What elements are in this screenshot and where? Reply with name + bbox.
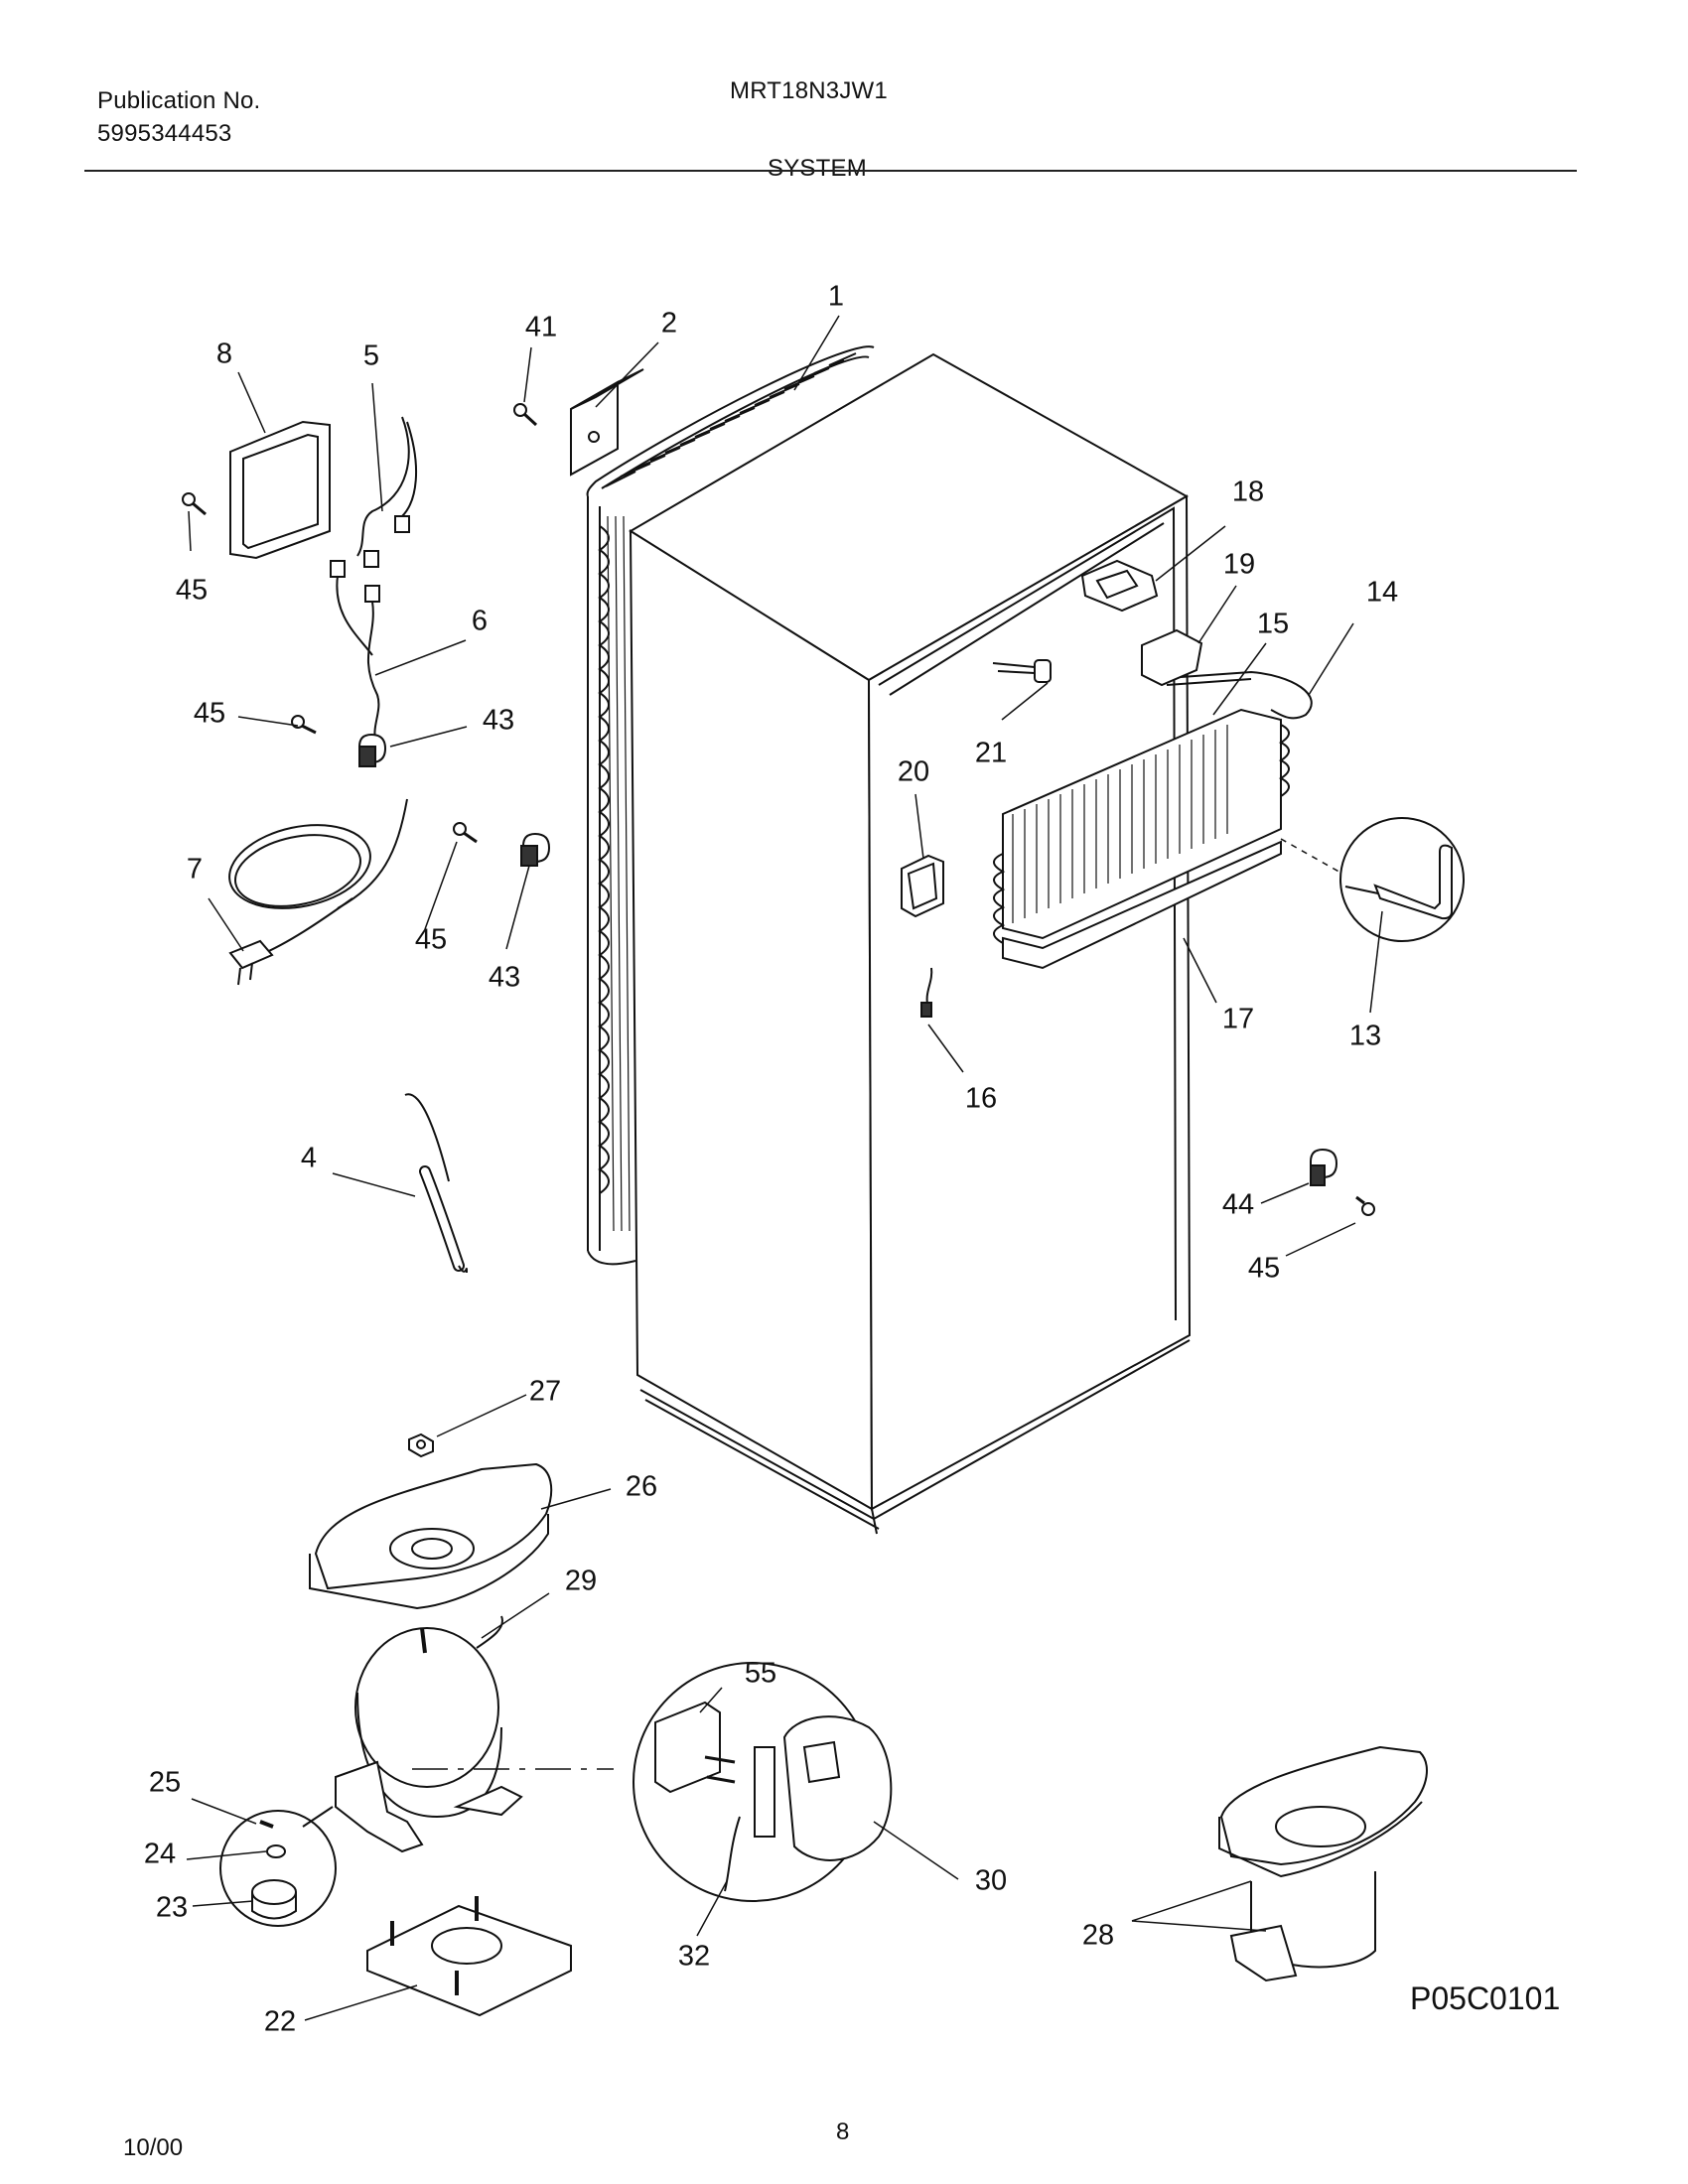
- cover: [229, 420, 331, 560]
- screw-45-a: [182, 492, 207, 516]
- callout-45-d: 45: [1248, 1253, 1280, 1285]
- callout-1: 1: [828, 281, 844, 313]
- callout-7: 7: [187, 854, 203, 886]
- callout-32: 32: [678, 1941, 710, 1973]
- compressor: [335, 1615, 614, 1853]
- callout-16: 16: [965, 1083, 997, 1115]
- callout-29: 29: [565, 1566, 597, 1597]
- callout-41: 41: [525, 312, 557, 343]
- screw-41: [513, 403, 538, 427]
- clamp-43-b: [520, 832, 551, 867]
- callout-43-b: 43: [489, 962, 520, 994]
- drain-pan: [309, 1462, 553, 1610]
- callout-18: 18: [1232, 477, 1264, 508]
- compressor-assembly: [1218, 1745, 1428, 1982]
- callout-22: 22: [264, 2006, 296, 2038]
- screw-45-c: [453, 822, 478, 844]
- screw-45-d: [1355, 1195, 1375, 1216]
- page-number: 8: [836, 2118, 850, 2145]
- callout-45-b: 45: [194, 698, 225, 730]
- callout-55: 55: [745, 1658, 776, 1690]
- grommet-detail: [219, 1806, 337, 1927]
- callout-2: 2: [661, 308, 677, 340]
- callout-15: 15: [1257, 609, 1289, 640]
- wiring-harness: [330, 416, 417, 741]
- footer-date: 10/00: [123, 2134, 184, 2161]
- heater-detail: [1280, 817, 1465, 942]
- callout-5: 5: [363, 341, 379, 372]
- callout-17: 17: [1222, 1004, 1254, 1035]
- callout-28: 28: [1082, 1920, 1114, 1952]
- publication-number: 5995344453: [97, 120, 232, 147]
- evaporator-tube: [1166, 670, 1313, 720]
- nut: [408, 1433, 434, 1458]
- callout-26: 26: [626, 1471, 657, 1503]
- screw-45-b: [291, 715, 317, 735]
- callout-45-c: 45: [415, 924, 447, 956]
- callout-19: 19: [1223, 549, 1255, 581]
- leader-lines: [186, 315, 1383, 2021]
- callout-13: 13: [1349, 1021, 1381, 1052]
- section-title: SYSTEM: [768, 155, 867, 182]
- callout-4: 4: [301, 1143, 317, 1174]
- control-housing: [1080, 559, 1159, 613]
- callout-27: 27: [529, 1376, 561, 1408]
- callout-20: 20: [898, 756, 929, 788]
- callout-6: 6: [472, 606, 488, 637]
- callout-14: 14: [1366, 577, 1398, 609]
- power-cord: [228, 798, 408, 986]
- drier: [404, 1093, 468, 1274]
- bracket: [570, 368, 644, 477]
- publication-label: Publication No.: [97, 87, 261, 114]
- model-number: MRT18N3JW1: [730, 77, 888, 104]
- bracket-19: [1141, 628, 1203, 687]
- clamp-44: [1310, 1148, 1338, 1186]
- callout-8: 8: [216, 339, 232, 370]
- callout-25: 25: [149, 1767, 181, 1799]
- callout-30: 30: [975, 1865, 1007, 1897]
- evaporator-cover: [901, 854, 944, 918]
- callout-24: 24: [144, 1839, 176, 1870]
- drawing-code: P05C0101: [1410, 1980, 1561, 2016]
- callout-21: 21: [975, 738, 1007, 769]
- evaporator: [993, 708, 1290, 970]
- sensor: [920, 967, 933, 1018]
- callout-44: 44: [1222, 1189, 1254, 1221]
- callout-45-a: 45: [176, 575, 208, 607]
- base-bracket: [366, 1896, 572, 2017]
- callout-23: 23: [156, 1892, 188, 1924]
- callout-43-a: 43: [483, 705, 514, 737]
- relay-detail: [633, 1662, 893, 1902]
- callout-numbers: 1 2 41 8 5 45 6 45 43 7 45 43 4 18 19 15…: [144, 281, 1398, 2038]
- cabinet: [629, 352, 1192, 1535]
- thermostat: [992, 659, 1052, 683]
- header-rule: [84, 170, 1577, 172]
- clamp-43-a: [358, 733, 387, 767]
